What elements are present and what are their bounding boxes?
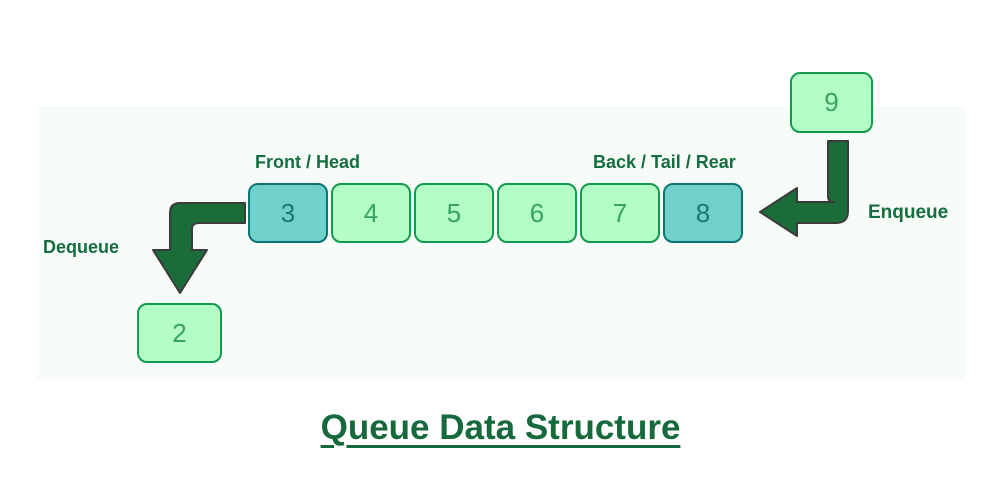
page-title: Queue Data Structure (320, 408, 681, 447)
queue-cell: 6 (497, 183, 577, 243)
queue-cell: 5 (414, 183, 494, 243)
queue-cell-front: 3 (248, 183, 328, 243)
queue-cell: 4 (331, 183, 411, 243)
dequeue-item-cell: 2 (137, 303, 222, 363)
queue-cell-back: 8 (663, 183, 743, 243)
front-head-label: Front / Head (255, 152, 361, 172)
enqueue-label: Enqueue (868, 202, 949, 223)
back-tail-rear-label: Back / Tail / Rear (593, 152, 736, 172)
queue-cell: 7 (580, 183, 660, 243)
dequeue-label: Dequeue (43, 237, 120, 257)
enqueue-item-cell: 9 (790, 72, 873, 133)
